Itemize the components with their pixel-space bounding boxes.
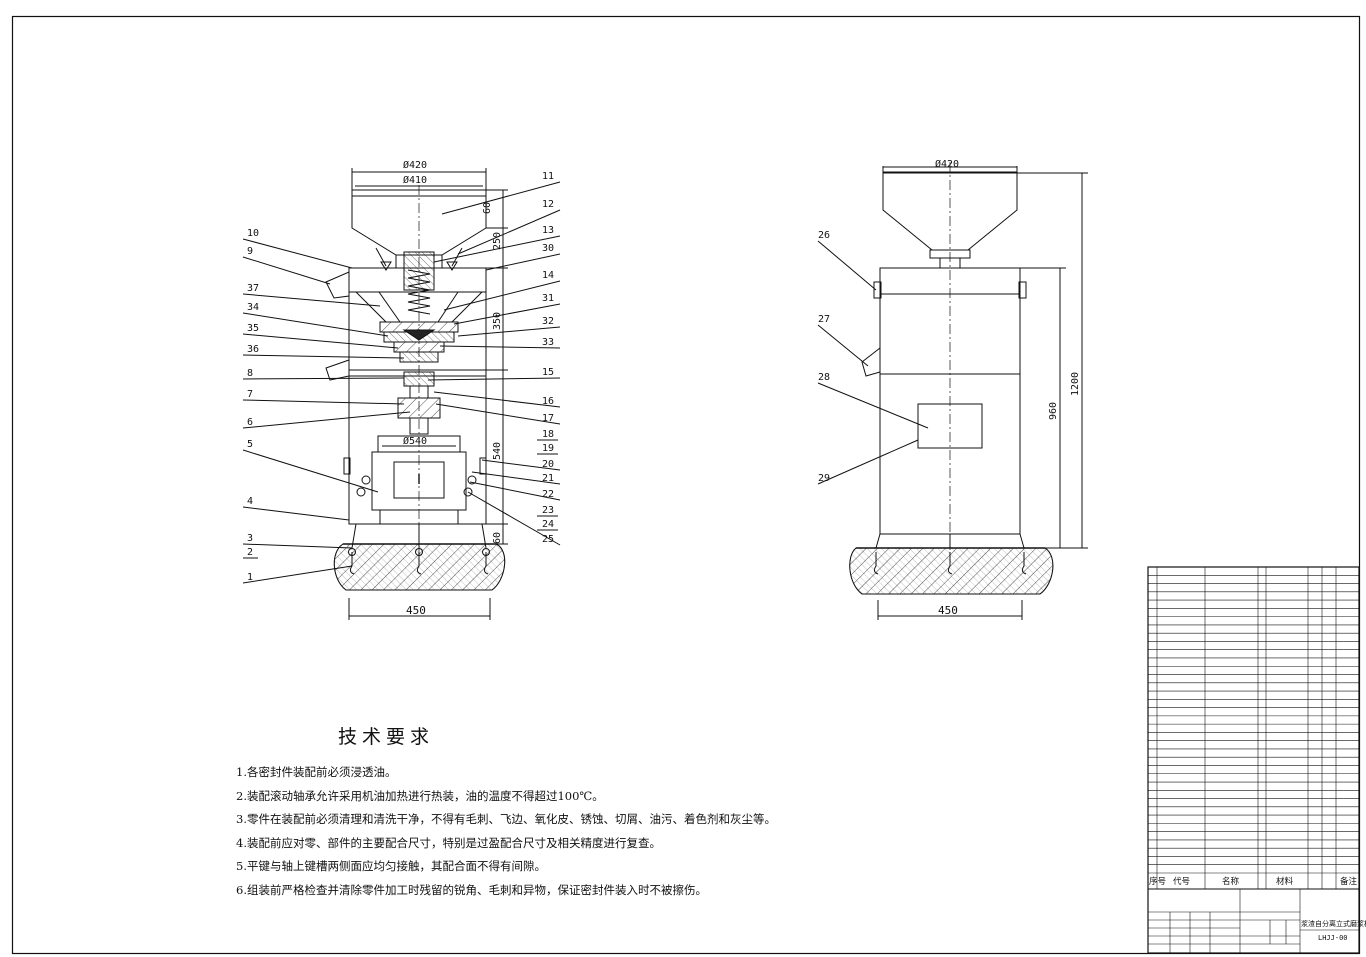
- front-dim-v1: 250: [492, 232, 503, 250]
- side-dim-top: Ø420: [935, 158, 959, 170]
- front-dim-v0: 60: [482, 202, 493, 214]
- balloon-right: 25: [542, 534, 554, 545]
- balloon-left: 35: [247, 323, 259, 334]
- balloon-right: 31: [542, 293, 554, 304]
- sheet-border: [11, 15, 1361, 955]
- balloon-left: 6: [247, 417, 253, 428]
- balloon-right: 18: [542, 429, 554, 440]
- balloon-right: 17: [542, 413, 554, 424]
- requirement-item: 1.各密封件装配前必须浸透油。: [236, 765, 397, 779]
- balloon-left: 8: [247, 368, 253, 379]
- side-dim-base: 450: [938, 604, 958, 617]
- balloon-right: 16: [542, 396, 554, 407]
- balloon-left: 3: [247, 533, 253, 544]
- requirement-item: 4.装配前应对零、部件的主要配合尺寸，特别是过盈配合尺寸及相关精度进行复查。: [236, 835, 661, 850]
- requirement-item: 3.零件在装配前必须清理和清洗干净，不得有毛刺、飞边、氧化皮、锈蚀、切屑、油污、…: [236, 812, 776, 826]
- balloon-left: 1: [247, 572, 253, 583]
- balloon-left: 36: [247, 344, 259, 355]
- drawing-number: LHJJ-00: [1318, 934, 1348, 942]
- balloon-left: 34: [247, 302, 259, 313]
- balloon-side: 26: [818, 230, 830, 241]
- bom-header-material: 材料: [1276, 876, 1294, 887]
- product-name: 浆渣自分离立式磨浆机: [1301, 919, 1366, 928]
- front-dim-top-inner: Ø410: [403, 174, 427, 186]
- front-dim-motor: Ø540: [403, 435, 427, 447]
- balloon-left: 9: [247, 246, 253, 257]
- technical-requirements-title: 技术要求: [337, 726, 434, 748]
- bom-header-code: 代号: [1173, 876, 1190, 887]
- balloon-side: 27: [818, 314, 830, 325]
- balloon-left: 7: [247, 389, 253, 400]
- technical-requirements: 技术要求 1.各密封件装配前必须浸透油。 2.装配滚动轴承允许采用机油加热进行热…: [236, 722, 796, 902]
- balloon-right: 22: [542, 489, 554, 500]
- requirement-item: 6.组装前严格检查并清除零件加工时残留的锐角、毛刺和异物，保证密封件装入时不被擦…: [236, 882, 707, 897]
- front-dim-base: 450: [406, 604, 426, 617]
- balloon-left: 4: [247, 496, 253, 507]
- front-dim-v4: 60: [492, 532, 503, 544]
- bom-header-name: 名称: [1222, 876, 1240, 887]
- front-dim-v3: 540: [492, 442, 503, 460]
- balloon-right: 19: [542, 443, 554, 454]
- balloon-left: 2: [247, 547, 253, 558]
- balloon-left: 37: [247, 283, 259, 294]
- front-view: [242, 168, 561, 620]
- bom-header-note: 备注: [1340, 876, 1358, 887]
- front-dim-top-outer: Ø420: [403, 159, 427, 171]
- balloon-right: 15: [542, 367, 554, 378]
- requirement-item: 5.平键与轴上键槽两侧面应均匀接触，其配合面不得有间隙。: [236, 859, 546, 873]
- side-dim-960: 960: [1048, 402, 1059, 420]
- balloon-left: 5: [247, 439, 253, 450]
- balloon-right: 23: [542, 505, 554, 516]
- balloon-right: 21: [542, 473, 554, 484]
- balloon-right: 30: [542, 243, 554, 254]
- balloon-right: 13: [542, 225, 554, 236]
- balloon-right: 11: [542, 171, 554, 182]
- balloon-right: 32: [542, 316, 554, 327]
- balloon-right: 20: [542, 459, 554, 470]
- parts-table: [1147, 566, 1360, 954]
- balloon-left: 10: [247, 228, 259, 239]
- balloon-right: 33: [542, 337, 554, 348]
- balloon-right: 14: [542, 270, 554, 281]
- side-dim-1200: 1200: [1070, 372, 1081, 396]
- requirement-item: 2.装配滚动轴承允许采用机油加热进行热装，油的温度不得超过100℃。: [236, 788, 604, 803]
- balloon-side: 28: [818, 372, 830, 383]
- side-view: [817, 162, 1088, 620]
- balloon-right: 24: [542, 519, 554, 530]
- bom-header-index: 序号: [1149, 876, 1166, 887]
- balloon-side: 29: [818, 473, 830, 484]
- front-dim-v2: 350: [492, 312, 503, 330]
- balloon-right: 12: [542, 199, 554, 210]
